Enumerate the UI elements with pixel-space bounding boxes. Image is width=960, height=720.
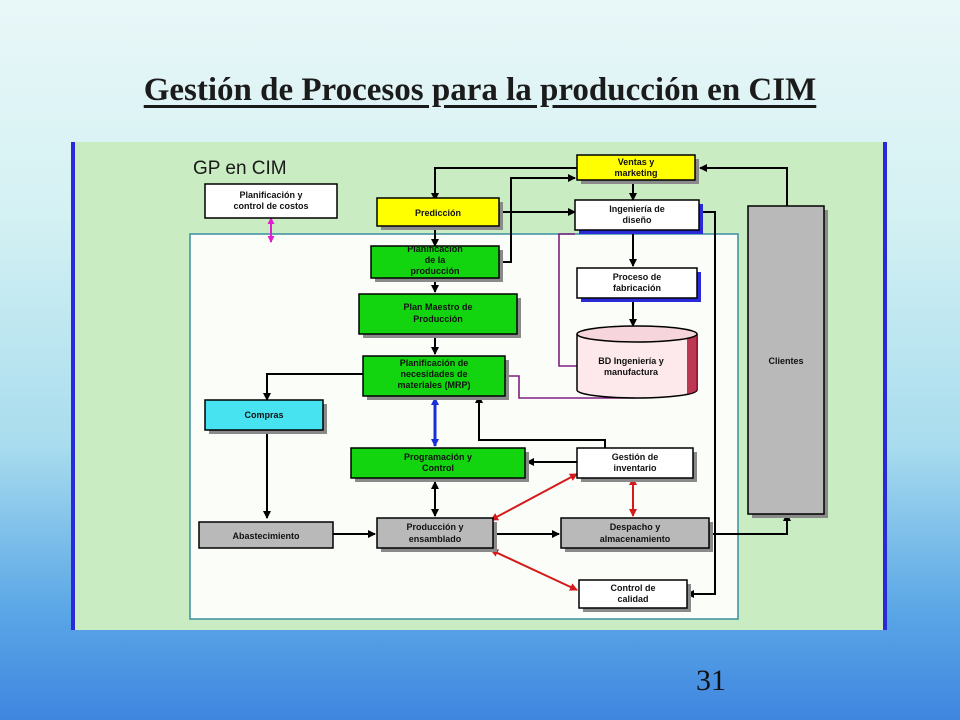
- svg-text:calidad: calidad: [617, 594, 648, 604]
- node-abastecimiento: Abastecimiento: [198, 521, 334, 549]
- arrow-red-produccion-calidad: [490, 549, 578, 591]
- node-produccion-ensamblado: Producción y ensamblado: [376, 517, 497, 552]
- diagram-panel: GP en CIM: [71, 142, 887, 630]
- svg-text:Despacho y: Despacho y: [610, 522, 661, 532]
- svg-text:Plan Maestro de: Plan Maestro de: [403, 302, 472, 312]
- svg-text:necesidades de: necesidades de: [400, 369, 467, 379]
- node-mrp: Planificación de necesidades de material…: [362, 355, 509, 400]
- arrow-ventas-to-prediccion: [431, 167, 577, 201]
- node-compras: Compras: [204, 399, 327, 434]
- svg-text:diseño: diseño: [622, 215, 652, 225]
- slide-title: Gestión de Procesos para la producción e…: [143, 72, 817, 108]
- svg-text:inventario: inventario: [613, 463, 657, 473]
- svg-text:Abastecimiento: Abastecimiento: [232, 531, 300, 541]
- node-despacho-almacenamiento: Despacho y almacenamiento: [560, 517, 713, 552]
- svg-text:Gestión de: Gestión de: [612, 452, 659, 462]
- arrow-mrp-to-compras: [263, 373, 363, 401]
- node-proceso-fabricacion: Proceso de fabricación: [576, 267, 701, 302]
- svg-text:Predicción: Predicción: [415, 208, 461, 218]
- svg-text:Planificación y: Planificación y: [239, 190, 302, 200]
- node-ventas-marketing: Ventas y marketing: [576, 154, 699, 184]
- node-programacion-control: Programación y Control: [350, 447, 529, 482]
- node-planificacion-costos: Planificación y control de costos: [204, 183, 338, 219]
- svg-text:Control: Control: [422, 463, 454, 473]
- svg-text:Planificación de: Planificación de: [400, 358, 469, 368]
- cim-process-diagram: GP en CIM: [189, 154, 828, 620]
- svg-text:fabricación: fabricación: [613, 283, 661, 293]
- page-number: 31: [696, 664, 726, 697]
- svg-text:control de costos: control de costos: [233, 201, 308, 211]
- arrow-inventario-to-mrp: [475, 395, 606, 452]
- svg-text:materiales (MRP): materiales (MRP): [397, 380, 470, 390]
- diagram-heading: GP en CIM: [193, 158, 287, 179]
- svg-text:Ventas y: Ventas y: [618, 157, 655, 167]
- svg-text:Ingeniería de: Ingeniería de: [609, 204, 665, 214]
- svg-text:Clientes: Clientes: [768, 356, 803, 366]
- arrow-clientes-to-ventas: [699, 164, 788, 206]
- svg-text:Producción: Producción: [413, 314, 463, 324]
- svg-text:producción: producción: [411, 266, 460, 276]
- svg-text:BD Ingeniería y: BD Ingeniería y: [598, 356, 664, 366]
- svg-text:Planificación: Planificación: [407, 244, 463, 254]
- svg-text:marketing: marketing: [614, 168, 657, 178]
- node-planificacion-produccion: Planificación de la producción: [370, 244, 503, 282]
- node-ingenieria-diseno: Ingeniería de diseño: [574, 199, 703, 234]
- svg-text:Proceso de: Proceso de: [613, 272, 662, 282]
- node-plan-maestro: Plan Maestro de Producción: [358, 293, 521, 338]
- node-control-calidad: Control de calidad: [578, 579, 691, 612]
- arrow-red-inventario-produccion: [490, 473, 578, 521]
- svg-text:Compras: Compras: [244, 410, 283, 420]
- svg-text:de la: de la: [425, 255, 447, 265]
- svg-text:Control de: Control de: [611, 583, 656, 593]
- node-clientes: Clientes: [747, 205, 828, 518]
- node-prediccion: Predicción: [376, 197, 503, 230]
- arrow-planif-to-ventas: [499, 174, 576, 263]
- arrow-ingenieria-to-calidad: [686, 211, 716, 598]
- svg-text:ensamblado: ensamblado: [409, 534, 462, 544]
- svg-text:almacenamiento: almacenamiento: [600, 534, 671, 544]
- node-bd-ingenieria: BD Ingeniería y manufactura: [576, 325, 698, 399]
- arrow-despacho-to-clientes: [713, 513, 791, 535]
- svg-text:manufactura: manufactura: [604, 367, 659, 377]
- node-gestion-inventario: Gestión de inventario: [576, 447, 697, 482]
- svg-text:Programación y: Programación y: [404, 452, 472, 462]
- svg-text:Producción y: Producción y: [406, 522, 463, 532]
